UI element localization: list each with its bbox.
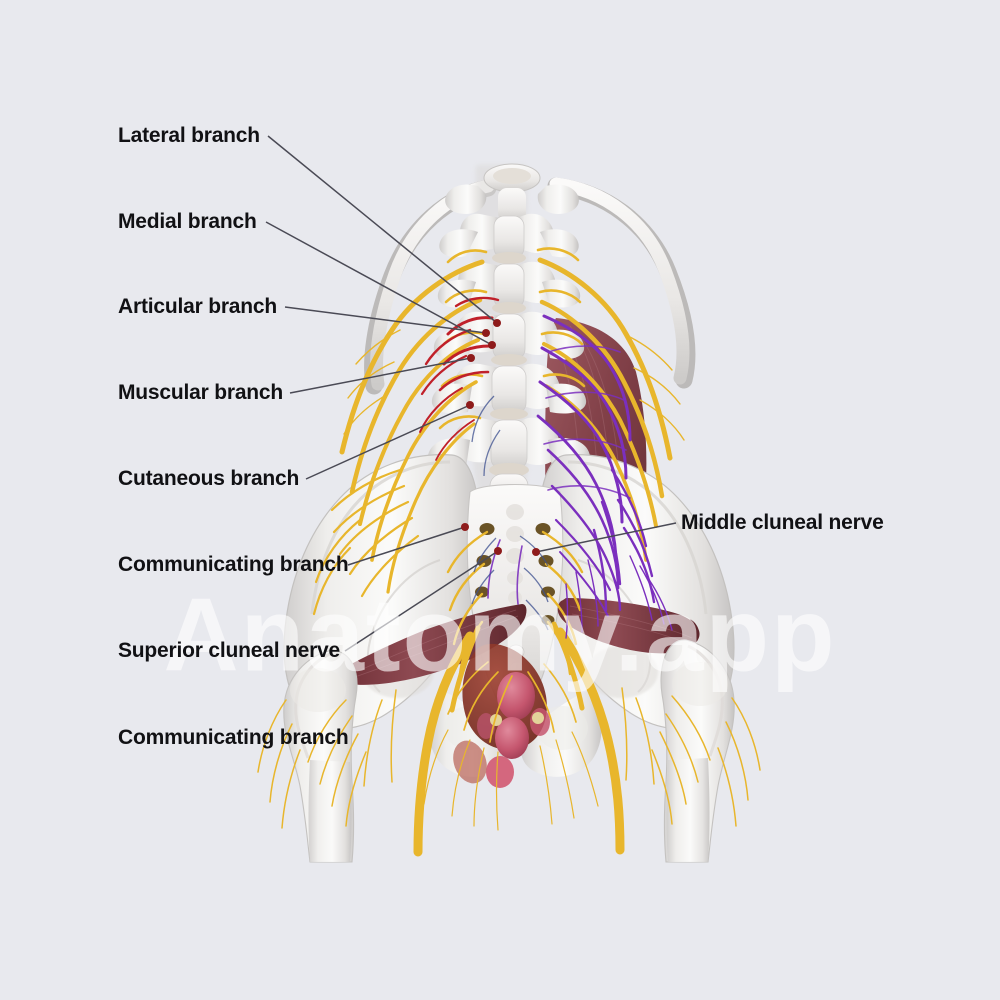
label-articular-branch: Articular branch [118, 295, 278, 318]
endpoint-lateral-branch [493, 319, 501, 327]
leader-middle-cluneal-nerve [535, 522, 677, 553]
endpoint-middle-cluneal-nerve [532, 548, 540, 556]
femur-right [660, 639, 735, 863]
label-communicating-branch-lower: Communicating branch [118, 726, 349, 749]
leader-muscular-branch [289, 357, 472, 394]
label-superior-cluneal-nerve: Superior cluneal nerve [118, 639, 341, 662]
endpoint-superior-cluneal-nerve [494, 547, 502, 555]
leader-cutaneous-branch [305, 404, 471, 480]
label-communicating-branch-upper: Communicating branch [118, 553, 349, 576]
piriformis-right [557, 598, 700, 654]
middle-cluneal-nerves [487, 314, 673, 639]
leader-lateral-branch [267, 135, 498, 324]
leader-articular-branch [284, 306, 487, 334]
femur-left [283, 649, 358, 863]
label-lateral-branch: Lateral branch [118, 124, 260, 147]
endpoint-medial-branch [488, 341, 496, 349]
label-cutaneous-branch: Cutaneous branch [118, 467, 300, 490]
label-middle-cluneal-nerve: Middle cluneal nerve [681, 511, 884, 534]
rib-12-right [547, 177, 696, 389]
pelvic-organs [453, 643, 550, 788]
leader-communicating-branch-upper [347, 526, 466, 566]
leader-superior-cluneal-nerve [344, 550, 499, 652]
label-muscular-branch: Muscular branch [118, 381, 284, 404]
label-medial-branch: Medial branch [118, 210, 257, 233]
sacral-foramina-right [535, 523, 555, 625]
endpoint-muscular-branch [467, 354, 475, 362]
lumbar-arteries [419, 296, 500, 461]
leader-medial-branch [265, 221, 493, 346]
endpoint-cutaneous-branch [466, 401, 474, 409]
leader-lines [265, 135, 677, 652]
leader-endpoints [461, 319, 540, 556]
lumbar-vertebrae [427, 163, 591, 516]
endpoint-communicating-branch-upper [461, 523, 469, 531]
endpoint-articular-branch [482, 329, 490, 337]
